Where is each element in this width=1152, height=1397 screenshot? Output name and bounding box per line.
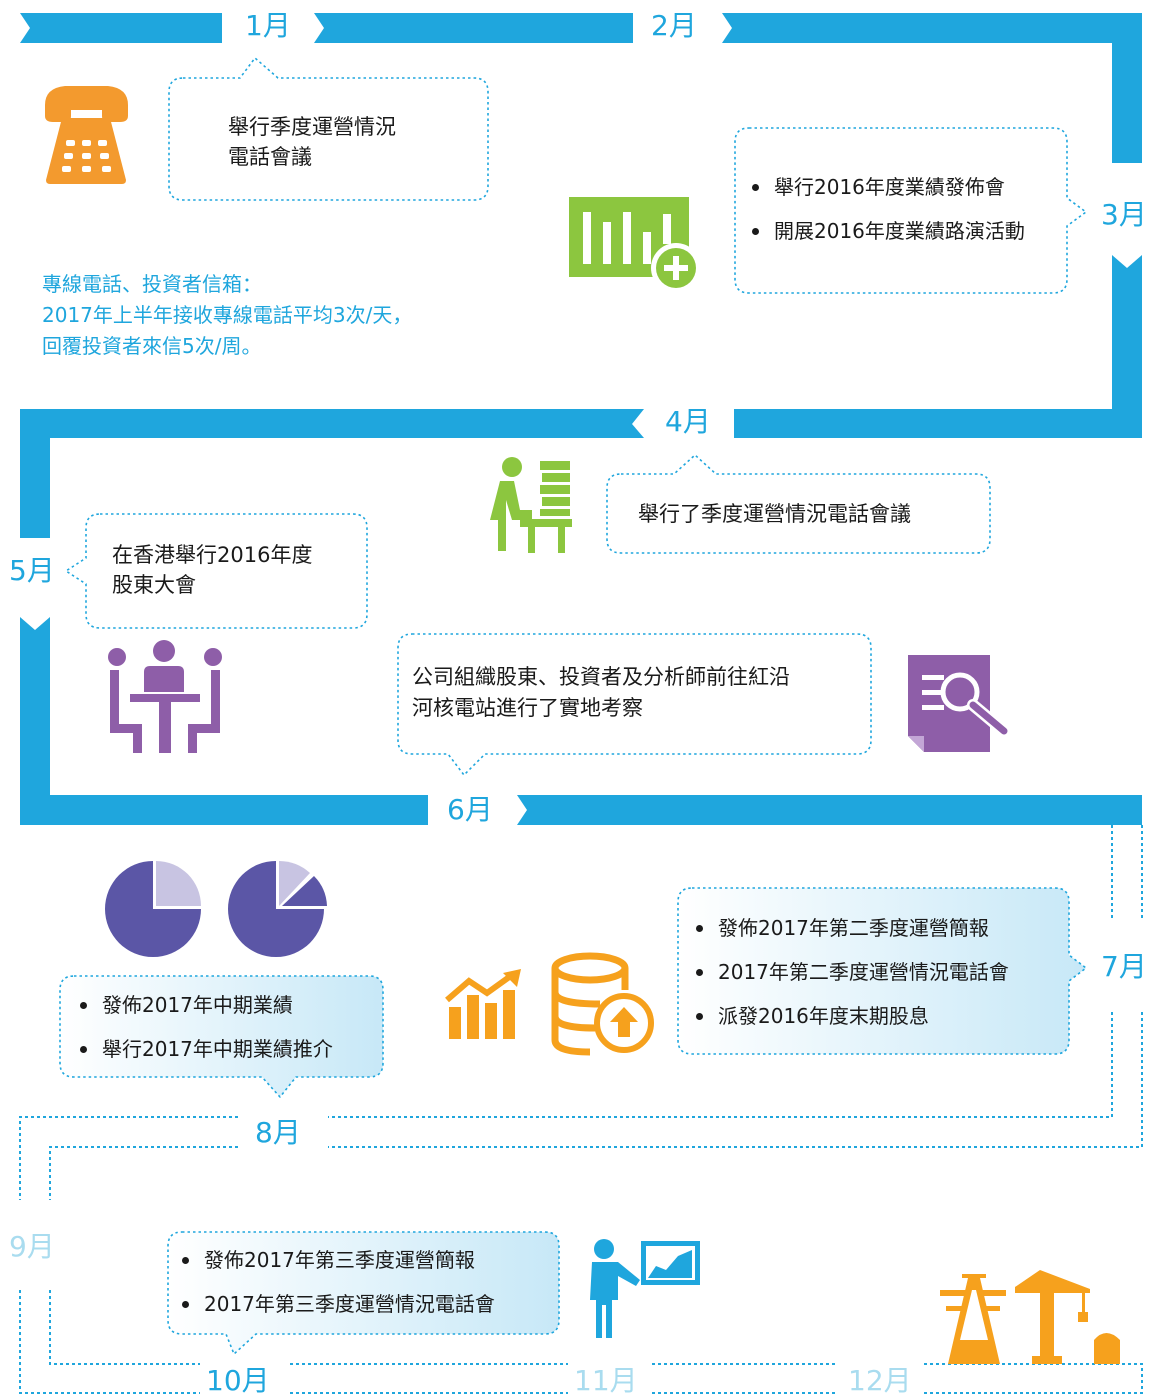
timeline-dotted-line (19, 1116, 238, 1200)
phone-icon (45, 86, 128, 184)
month-label-mar: 3月 (1101, 198, 1147, 231)
month-label-jan: 1月 (245, 9, 291, 42)
list-item: 發佈2017年第二季度運營簡報 (688, 906, 1009, 950)
event-apr-text: 舉行了季度運營情況電話會議 (638, 502, 911, 526)
month-label-oct: 10月 (206, 1364, 270, 1397)
timeline-segment (734, 409, 1142, 438)
callout-mar (734, 127, 1087, 294)
timeline-segment (20, 13, 222, 43)
event-mar-list: 舉行2016年度業績發佈會 開展2016年度業績路演活動 (744, 165, 1025, 253)
timeline-dotted-line (19, 1290, 200, 1394)
event-jul-list: 發佈2017年第二季度運營簡報 2017年第二季度運營情況電話會 派發2016年… (688, 906, 1009, 1038)
timeline-dotted-line (328, 1012, 1113, 1118)
meeting-icon (108, 640, 222, 753)
event-may-line2: 股東大會 (112, 573, 196, 597)
hotline-note-line2: 2017年上半年接收專線電話平均3次/天， (42, 303, 413, 327)
timeline-segment (314, 13, 633, 43)
callout-apr (606, 454, 991, 554)
month-label-dec: 12月 (848, 1364, 912, 1397)
event-jun-line1: 公司組織股東、投資者及分析師前往紅沿 (412, 665, 790, 689)
list-item: 派發2016年度末期股息 (688, 994, 1009, 1038)
timeline-segment (20, 409, 644, 438)
month-label-feb: 2月 (651, 9, 697, 42)
event-oct-list: 發佈2017年第三季度運營簡報 2017年第三季度運營情況電話會 (174, 1238, 495, 1326)
event-may-line1: 在香港舉行2016年度 (112, 543, 313, 567)
callout-oct (167, 1231, 560, 1355)
timeline-segment (1112, 13, 1142, 163)
hotline-note-line3: 回覆投資者來信5次/周。 (42, 334, 262, 358)
month-label-aug: 8月 (255, 1116, 301, 1149)
bar-chart-plus-icon (569, 197, 701, 293)
event-jun-line2: 河核電站進行了實地考察 (412, 696, 643, 720)
list-item: 2017年第二季度運營情況電話會 (688, 950, 1009, 994)
desk-worker-icon (490, 457, 572, 553)
timeline-dotted-line (924, 1363, 1143, 1394)
month-label-jul: 7月 (1101, 950, 1147, 983)
timeline-segment (20, 617, 50, 795)
event-jan-line1: 舉行季度運營情況 (228, 115, 396, 139)
list-item: 舉行2017年中期業績推介 (72, 1027, 333, 1071)
callout-jan (168, 57, 489, 201)
timeline-path-solid (20, 13, 1142, 825)
month-label-sep: 9月 (9, 1230, 55, 1263)
timeline-segment (722, 13, 1142, 43)
timeline-dotted-line (49, 1146, 238, 1200)
hotline-note-line1: 專線電話、投資者信箱： (42, 272, 262, 296)
month-label-may: 5月 (9, 554, 55, 587)
callout-aug (59, 975, 384, 1098)
month-label-jun: 6月 (447, 793, 493, 826)
list-item: 開展2016年度業績路演活動 (744, 209, 1025, 253)
timeline-dotted-line (49, 1290, 200, 1365)
timeline-segment (517, 795, 1142, 825)
timeline-segment (20, 409, 50, 538)
timeline-segment (20, 795, 428, 825)
growth-chart-icon (445, 969, 521, 1039)
search-document-icon (908, 655, 1010, 752)
pie-chart-icon (228, 861, 327, 957)
month-label-apr: 4月 (665, 405, 711, 438)
list-item: 發佈2017年第三季度運營簡報 (174, 1238, 495, 1282)
callout-jul (677, 887, 1087, 1055)
callout-jun (397, 633, 872, 776)
pie-chart-icon (105, 861, 201, 957)
callout-may (65, 513, 368, 629)
list-item: 2017年第三季度運營情況電話會 (174, 1282, 495, 1326)
timeline-dotted-line (328, 1012, 1143, 1148)
timeline-segment (1112, 255, 1142, 438)
power-tower-crane-icon (940, 1270, 1120, 1364)
presenter-icon (590, 1239, 700, 1338)
month-label-nov: 11月 (574, 1364, 638, 1397)
event-aug-list: 發佈2017年中期業績 舉行2017年中期業績推介 (72, 983, 333, 1071)
list-item: 發佈2017年中期業績 (72, 983, 333, 1027)
list-item: 舉行2016年度業績發佈會 (744, 165, 1025, 209)
event-jan-line2: 電話會議 (228, 145, 312, 169)
coins-upload-icon (551, 952, 654, 1056)
